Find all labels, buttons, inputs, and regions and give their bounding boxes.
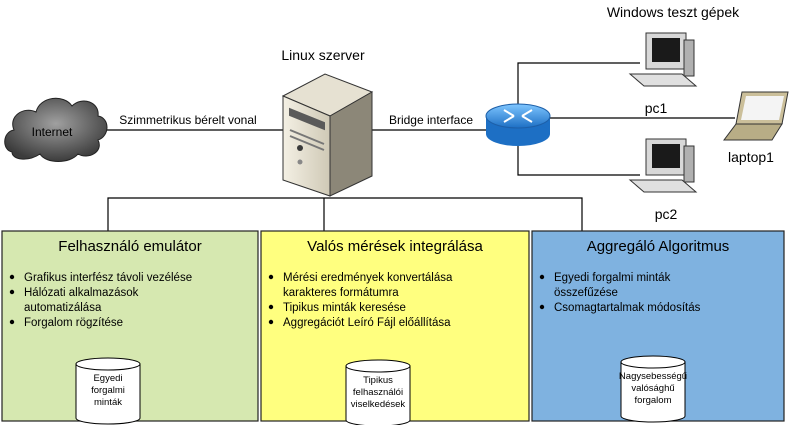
database-label: viselkedések [351, 399, 406, 410]
bullet-icon [539, 274, 545, 280]
box-list-item: Grafikus interfész távoli vezélése [24, 272, 192, 284]
bullet-icon [539, 304, 545, 310]
leased-line-label: Szimmetrikus bérelt vonal [119, 113, 256, 127]
database-label: minták [94, 397, 122, 408]
linux-server-icon [281, 73, 374, 197]
bullet-icon [268, 304, 274, 310]
box-list-item: összefűzése [554, 287, 618, 299]
box-list-item: Forgalom rögzítése [24, 317, 123, 329]
bullet-icon [9, 289, 15, 295]
box-list-item: karakteres formátumra [283, 287, 399, 299]
internet-cloud-icon: Internet [4, 97, 108, 162]
bullet-icon [9, 274, 15, 280]
box-title: Felhasználó emulátor [58, 238, 201, 255]
box-list-item: Mérési eredmények konvertálása [283, 272, 453, 284]
pc1-label: pc1 [645, 100, 668, 116]
box-title: Aggregáló Algoritmus [587, 238, 730, 255]
box-list-item: Egyedi forgalmi minták [554, 272, 671, 284]
pc2-computer-icon [628, 138, 698, 193]
database-label: Tipikus [363, 375, 393, 386]
box-list-item: Hálózati alkalmazások [24, 287, 139, 299]
bridge-label: Bridge interface [389, 113, 473, 127]
database-label: valósághű [631, 383, 674, 394]
pc1-computer-icon [628, 32, 698, 87]
connection-lines [95, 62, 735, 231]
internet-label: Internet [32, 125, 73, 139]
box-list-item: Aggregációt Leíró Fájl előállítása [283, 317, 451, 329]
database-label: forgalmi [91, 385, 125, 396]
bullet-icon [9, 319, 15, 325]
router-icon [485, 103, 551, 146]
server-title: Linux szerver [281, 47, 365, 63]
box-list-item: automatizálása [24, 302, 102, 314]
database-label: forgalom [635, 395, 672, 406]
pc2-label: pc2 [655, 206, 678, 222]
laptop1-icon [723, 91, 789, 141]
database-label: Egyedi [93, 373, 122, 384]
box-connector [107, 197, 583, 231]
database-label: felhasználói [353, 387, 403, 398]
windows-title: Windows teszt gépek [607, 4, 740, 20]
database-label: Nagysebességű [619, 371, 687, 382]
line-to-pc2 [517, 142, 640, 176]
laptop1-label: laptop1 [728, 149, 774, 165]
line-to-pc1 [517, 62, 640, 120]
box-list-item: Tipikus minták keresése [283, 302, 406, 314]
bullet-icon [268, 319, 274, 325]
bullet-icon [268, 274, 274, 280]
box-list-item: Csomagtartalmak módosítás [554, 302, 701, 314]
box-title: Valós mérések integrálása [307, 238, 483, 255]
